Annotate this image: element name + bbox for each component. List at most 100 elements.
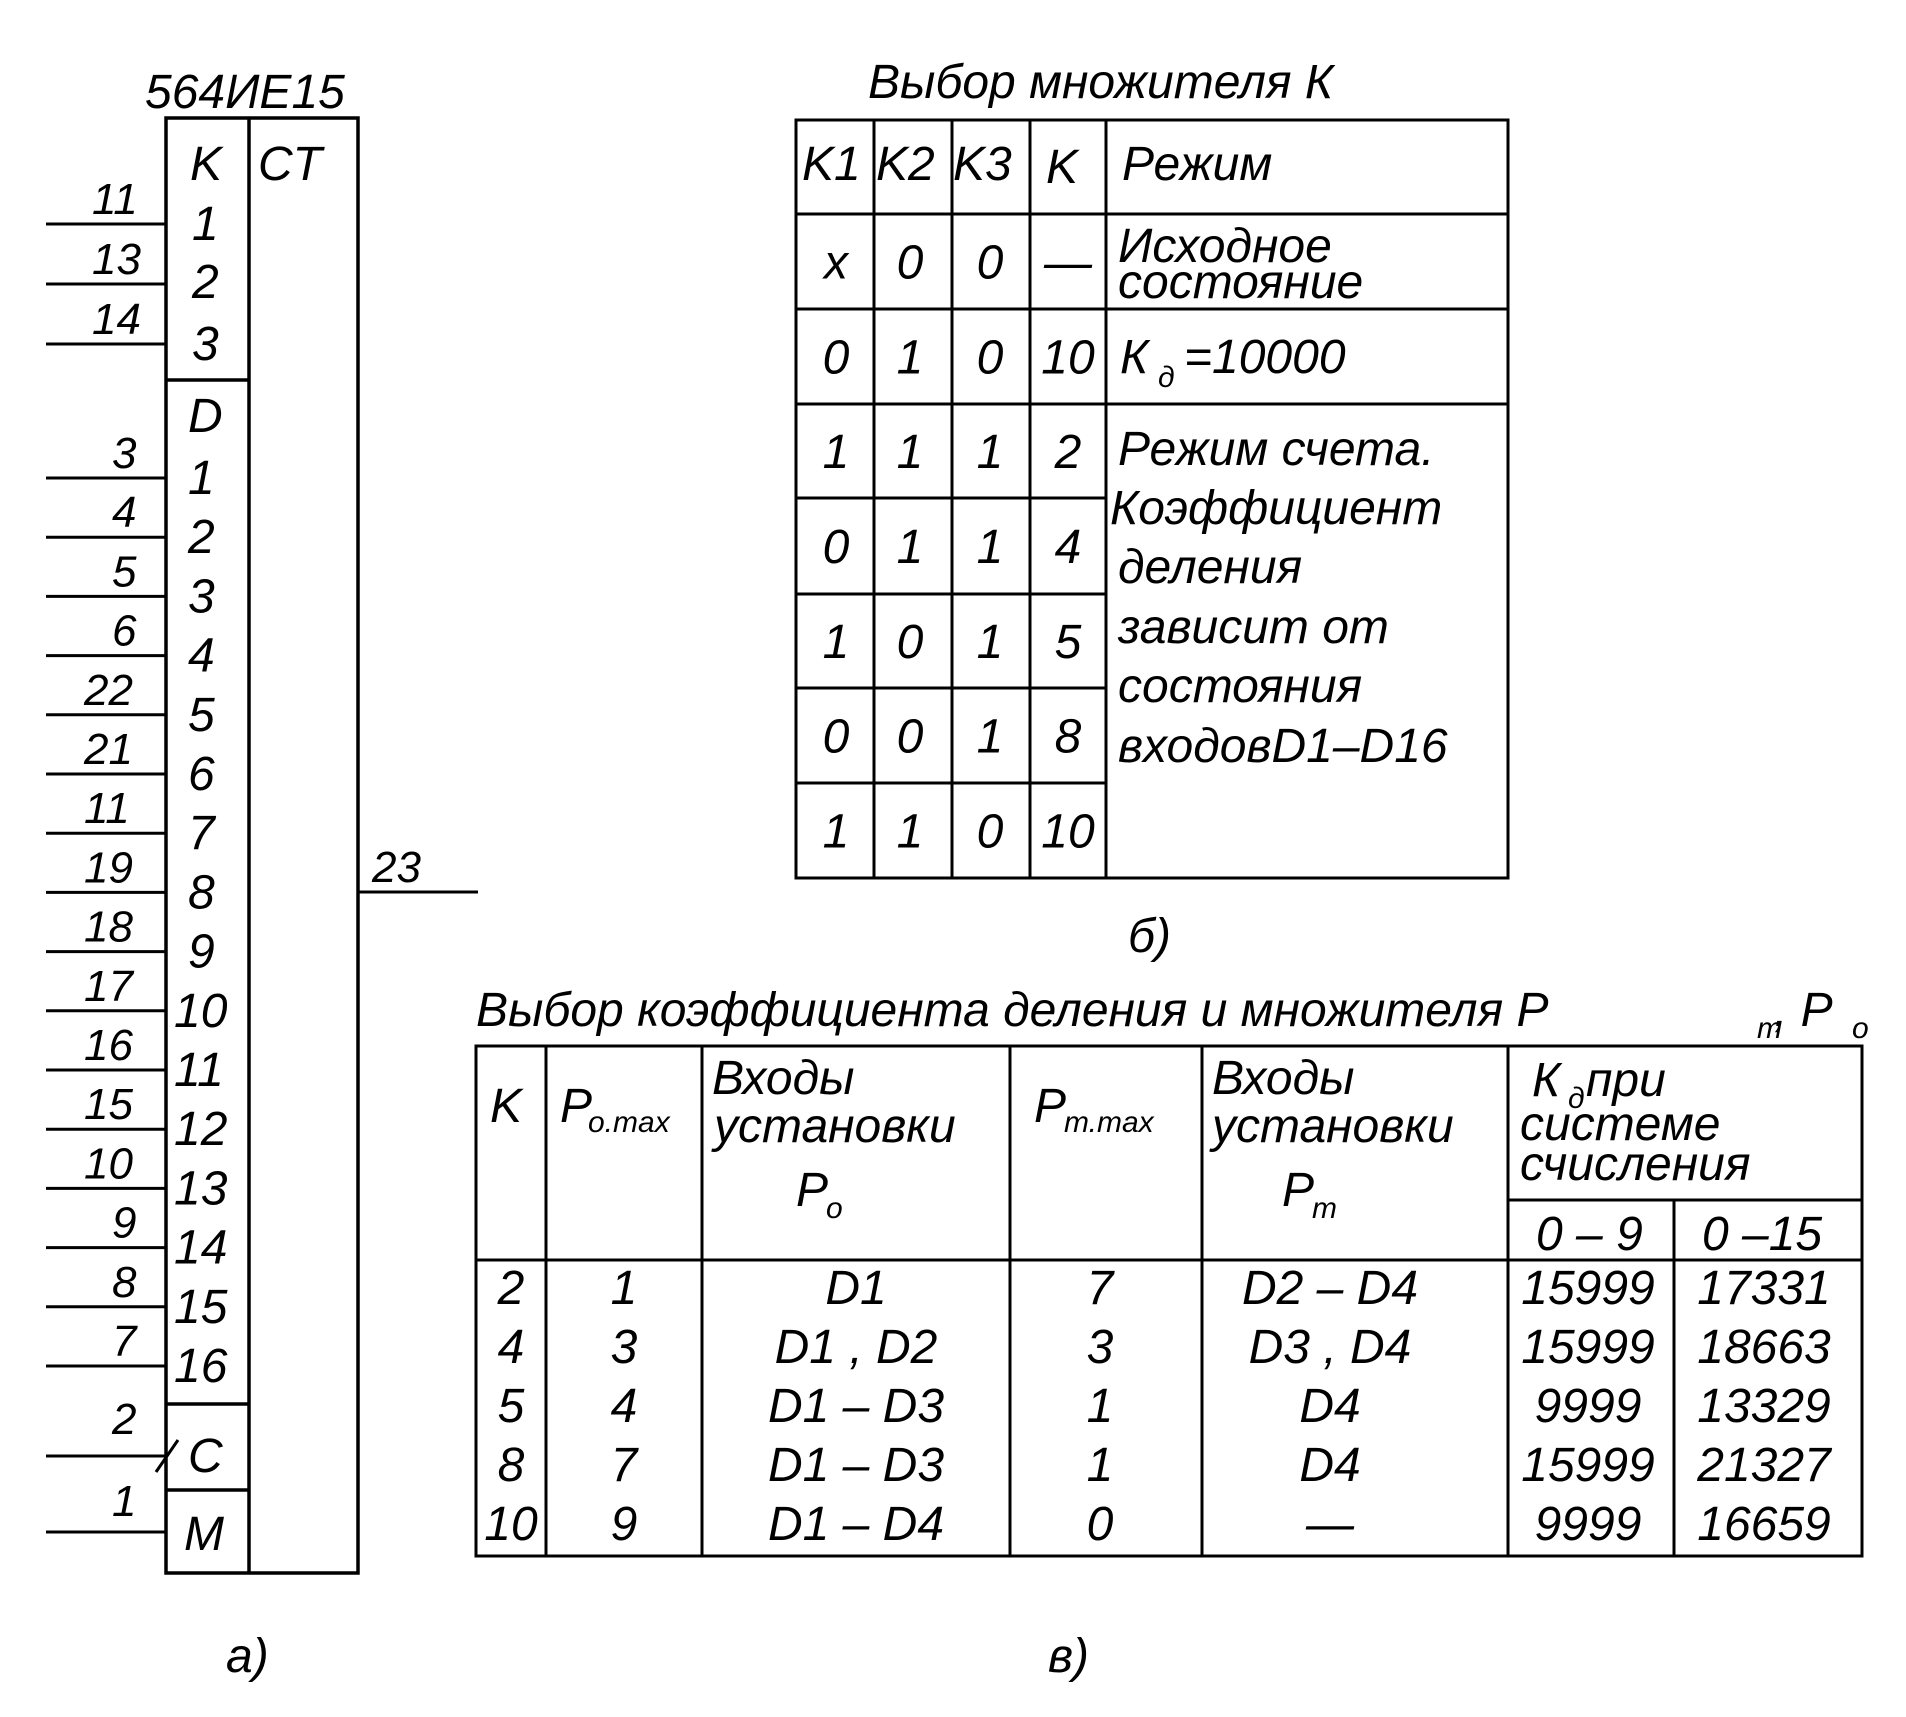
- header-pt-main: P: [1034, 1080, 1066, 1133]
- header-kd: К д при системе счисления 0 – 9 0 –15: [1520, 1054, 1822, 1261]
- pin-label: 2: [187, 511, 215, 564]
- table-c-cell: —: [1305, 1498, 1355, 1551]
- pin-label: 1: [188, 452, 215, 505]
- header-po-max: P о.max: [560, 1080, 671, 1139]
- pin-label: 6: [188, 748, 215, 801]
- table-b-cell: 0: [977, 806, 1004, 859]
- caption-b: б): [1128, 910, 1171, 963]
- table-c-cell: 7: [1087, 1262, 1116, 1315]
- table-c-border: [474, 1044, 1864, 1558]
- table-b-cell: 5: [1055, 616, 1082, 669]
- table-b-cell: x: [822, 237, 850, 290]
- table-b-cell: 1: [977, 616, 1004, 669]
- header-inputs-po-line1: Входы: [712, 1052, 854, 1105]
- pin-number: 16: [84, 1021, 133, 1070]
- mode-initial-line2: состояние: [1118, 256, 1363, 309]
- pin-label: 4: [188, 630, 215, 683]
- pin-number: 17: [84, 962, 134, 1011]
- table-b-cell: 0: [897, 616, 924, 669]
- table-c-title-sub1: т: [1757, 1012, 1782, 1045]
- pin-number: 7: [112, 1317, 138, 1366]
- table-c-cell: 4: [498, 1321, 525, 1374]
- table-c-cell: 1: [1087, 1439, 1114, 1492]
- header-kd-main: К: [1532, 1054, 1563, 1107]
- header-inputs-pt-line2: установки: [1209, 1100, 1454, 1153]
- header-pt-max: P т.max: [1034, 1080, 1155, 1139]
- table-b-grid: [794, 118, 1510, 880]
- table-c-cell: D4: [1299, 1380, 1360, 1433]
- table-b-cell: 0: [977, 237, 1004, 290]
- pin-label: 9: [188, 926, 215, 979]
- table-c-cell: 15999: [1521, 1439, 1654, 1492]
- output-pin: 23: [358, 843, 478, 894]
- header-base-10: 0 – 9: [1536, 1208, 1643, 1261]
- table-b-cell: 1: [897, 332, 924, 385]
- k-pins: 11 1 13 2 14 3: [46, 175, 219, 371]
- header-k2: K2: [876, 138, 935, 191]
- ct-label: CT: [258, 138, 326, 191]
- table-c-cell: 17331: [1697, 1262, 1830, 1315]
- pin-number: 23: [371, 843, 421, 892]
- mode-kd-k: К: [1120, 331, 1151, 384]
- table-c-cell: 3: [1087, 1321, 1114, 1374]
- header-inputs-pt: Входы установки P т: [1209, 1052, 1454, 1225]
- table-c-title-mid: , Р: [1774, 984, 1833, 1037]
- mode-initial-line1: Исходное: [1118, 220, 1332, 273]
- table-c-cell: 9999: [1535, 1380, 1642, 1433]
- header-k: K: [490, 1080, 524, 1133]
- header-pt-sub: т.max: [1064, 1106, 1155, 1139]
- pin-label: 11: [174, 1044, 224, 1097]
- pin-number: 10: [84, 1139, 133, 1188]
- table-c-grid: [474, 1044, 1864, 1558]
- pin-number: 6: [112, 607, 137, 656]
- table-b-cell: 0: [897, 711, 924, 764]
- table-c-cell: 4: [611, 1380, 638, 1433]
- table-c-cell: D2 – D4: [1242, 1262, 1418, 1315]
- table-b-cell: 1: [977, 426, 1004, 479]
- header-k1: K1: [802, 138, 861, 191]
- pin-number: 22: [83, 666, 133, 715]
- table-c-cell: D1 – D4: [768, 1498, 944, 1551]
- table-c-cell: 1: [611, 1262, 638, 1315]
- pin-number: 11: [84, 784, 130, 833]
- table-c-cell: 0: [1087, 1498, 1114, 1551]
- pin-label: 7: [188, 807, 217, 860]
- k-group-label: K: [190, 138, 224, 191]
- table-c-cell: 15999: [1521, 1262, 1654, 1315]
- pin-label: 5: [188, 689, 215, 742]
- table-b-cell: 0: [897, 237, 924, 290]
- mode-count-line4: зависит от: [1117, 601, 1389, 654]
- m-pin: 1 M: [46, 1477, 224, 1561]
- header-po-sub: о.max: [588, 1106, 671, 1139]
- table-b-cell: 0: [823, 521, 850, 574]
- table-b-cell: 1: [823, 616, 850, 669]
- pin-number: 3: [112, 429, 137, 478]
- mode-count-line1: Режим счета.: [1118, 423, 1434, 476]
- chip-name: 564ИЕ15: [145, 66, 345, 119]
- table-b-cell: 1: [897, 806, 924, 859]
- pin-label: 10: [174, 985, 228, 1038]
- table-b-cell: —: [1043, 237, 1093, 290]
- pin-number: 5: [112, 547, 137, 596]
- mode-count-line6: входовD1–D16: [1118, 720, 1448, 773]
- table-c-title: Выбор коэффициента деления и множителя Р…: [476, 984, 1869, 1045]
- table-b-cell: 1: [823, 806, 850, 859]
- pin-label: 8: [188, 866, 215, 919]
- table-c-cell: D1: [825, 1262, 886, 1315]
- table-b-cell: 1: [977, 711, 1004, 764]
- table-c-cell: 10: [484, 1498, 538, 1551]
- pin-number: 8: [112, 1258, 137, 1307]
- pin-label: 14: [174, 1222, 227, 1275]
- table-b-cell: 4: [1055, 521, 1082, 574]
- pin-label: 15: [174, 1281, 228, 1334]
- chip-body: [164, 116, 360, 1575]
- table-c-cell: 3: [611, 1321, 638, 1374]
- clock-edge-mark: [154, 1439, 180, 1473]
- header-inputs-po-line2: установки: [711, 1100, 956, 1153]
- pin-label: 1: [192, 198, 219, 251]
- table-c-title-main: Выбор коэффициента деления и множителя Р: [476, 984, 1548, 1037]
- mode-kd: К д =10000: [1120, 331, 1346, 394]
